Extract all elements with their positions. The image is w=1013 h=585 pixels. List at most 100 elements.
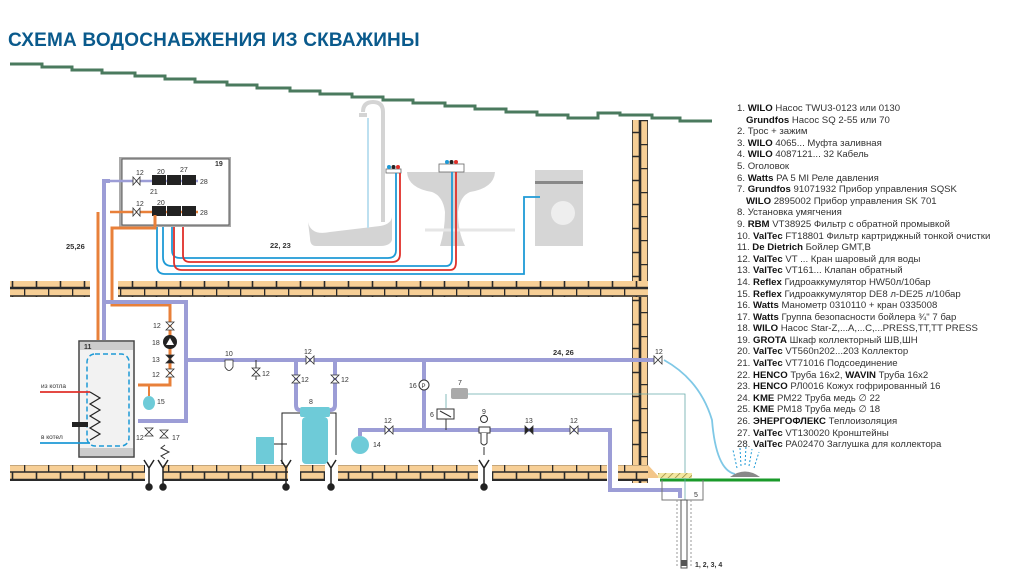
legend-brand: GROTA <box>753 334 787 346</box>
legend-text: Манометр 0310110 + кран 0335008 <box>781 300 938 312</box>
legend-brand: WILO <box>746 195 772 207</box>
label-24-26: 24, 26 <box>553 348 574 357</box>
floor-upper-right <box>118 281 648 297</box>
label-13a: 13 <box>152 357 160 364</box>
legend-item: 28. ValTec PA02470 Заглушка для коллекто… <box>737 439 1013 451</box>
legend-text: Трос + зажим <box>747 126 808 138</box>
cartridge-filter: 10 <box>224 351 234 371</box>
water-softener: 8 <box>256 399 337 464</box>
floor-lower-4 <box>338 465 478 481</box>
legend-text: 91071932 Прибор управления SQSK <box>793 184 957 196</box>
legend-brand: KME <box>753 392 775 404</box>
label-18: 18 <box>152 340 160 347</box>
legend-brand: Grundfos <box>747 184 791 196</box>
legend-item: 6. Watts PA 5 MI Реле давления <box>737 173 1013 185</box>
legend-number: 18. <box>737 323 751 335</box>
label-22-23: 22, 23 <box>270 241 291 250</box>
submersible-pump <box>681 560 687 566</box>
legend-item: 19. GROTA Шкаф коллекторный ШВ,ШН <box>737 335 1013 347</box>
legend-item: 12. ValTec VT ... Кран шаровый для воды <box>737 254 1013 266</box>
legend-number: 10. <box>737 230 751 242</box>
legend-brand: KME <box>753 404 775 416</box>
legend-brand: Reflex <box>753 276 782 288</box>
legend-text: Установка умягчения <box>747 207 842 219</box>
legend-text: Труба 16x2, <box>790 369 843 381</box>
legend-brand: ValTec <box>753 358 783 370</box>
legend-text: VT161... Клапан обратный <box>785 265 903 277</box>
legend-text: Оголовок <box>747 160 790 172</box>
drains <box>143 459 490 491</box>
legend-item: 2. Трос + зажим <box>737 126 1013 138</box>
circulation-pump-group: 12 18 13 12 15 <box>143 321 177 410</box>
label-16: 16 <box>409 383 417 390</box>
legend-brand: Grundfos <box>746 114 790 126</box>
legend-text: Насос Star-Z,...A,...C,...PRESS,TT,TT PR… <box>780 323 978 335</box>
valve-12-i: 12 <box>330 374 349 384</box>
label-10: 10 <box>225 351 233 358</box>
boiler: 11 <box>72 340 135 458</box>
sprinkler <box>730 445 760 477</box>
legend-brand: ValTec <box>753 439 783 451</box>
legend-item: 4. WILO 4087121... 32 Кабель <box>737 149 1013 161</box>
legend-number: 27. <box>737 427 751 439</box>
legend-brand: ValTec <box>753 265 783 277</box>
legend-number: 2. <box>737 126 746 138</box>
cold-line-basin <box>162 172 453 267</box>
legend-number: 8. <box>737 207 746 219</box>
label-12e: 12 <box>136 435 144 442</box>
legend-item: 3. WILO 4065... Муфта заливная <box>737 138 1013 150</box>
legend-brand: WAVIN <box>845 369 876 381</box>
label-17: 17 <box>172 435 180 442</box>
label-12f: 12 <box>262 371 270 378</box>
legend-number: 1. <box>737 103 746 114</box>
legend-number: 15. <box>737 288 751 300</box>
floor-lower-6 <box>618 465 648 481</box>
legend-brand: WILO <box>747 103 773 114</box>
legend-item: 24. KME PM22 Труба медь ∅ 22 <box>737 393 1013 405</box>
valve-12-h: 12 <box>304 349 315 365</box>
legend-number: 24. <box>737 392 751 404</box>
legend-item: 25. KME PM18 Труба медь ∅ 18 <box>737 404 1013 416</box>
valve-12-upper <box>132 175 141 187</box>
legend-item: 5. Оголовок <box>737 161 1013 173</box>
legend-item: 11. De Dietrich Бойлер GMT,B <box>737 242 1013 254</box>
legend-item: Grundfos Насос SQ 2-55 или 70 <box>737 115 1013 127</box>
label-5: 5 <box>694 492 698 499</box>
label-to-boiler: в котел <box>41 434 63 441</box>
label-12h: 12 <box>304 349 312 356</box>
cold-line-shower <box>171 173 397 259</box>
legend-number: 28. <box>737 439 751 451</box>
label-28b: 28 <box>200 210 208 217</box>
riser-cold-pipe <box>102 179 110 340</box>
label-from-boiler: из котла <box>41 383 66 390</box>
label-1-2-3-4: 1, 2, 3, 4 <box>695 562 722 569</box>
legend-brand: WILO <box>753 323 779 335</box>
manifold-upper: 12 20 27 28 21 <box>110 167 208 196</box>
gauge-symbol: P <box>422 384 426 390</box>
manifold-cabinet: 19 12 20 27 28 21 12 20 28 <box>110 157 231 227</box>
legend-text: FT18801 Фильтр картриджный тонкой очистк… <box>785 230 991 242</box>
label-9: 9 <box>482 409 486 416</box>
legend-text: 4065... Муфта заливная <box>775 137 882 149</box>
label-27: 27 <box>180 167 188 174</box>
shower-mixer <box>385 165 402 174</box>
valve-12-lower <box>132 206 141 218</box>
label-28a: 28 <box>200 179 208 186</box>
legend-number: 14. <box>737 276 751 288</box>
legend-number: 19. <box>737 334 751 346</box>
label-21: 21 <box>150 189 158 196</box>
legend-text: VT ... Кран шаровый для воды <box>785 253 921 265</box>
legend-text: Бойлер GMT,B <box>805 242 871 254</box>
valve-12-g: 12 <box>291 374 309 384</box>
label-20a: 20 <box>157 169 165 176</box>
legend-item: 27. ValTec VT130020 Кронштейны <box>737 428 1013 440</box>
legend-number: 23. <box>737 381 751 393</box>
bathtub-shower <box>308 99 393 246</box>
label-12g: 12 <box>301 377 309 384</box>
legend-number: 12. <box>737 253 751 265</box>
legend-number: 6. <box>737 172 746 184</box>
legend-brand: ValTec <box>753 346 783 358</box>
legend-brand: HENCO <box>753 381 788 393</box>
basin-mixer <box>438 160 465 173</box>
